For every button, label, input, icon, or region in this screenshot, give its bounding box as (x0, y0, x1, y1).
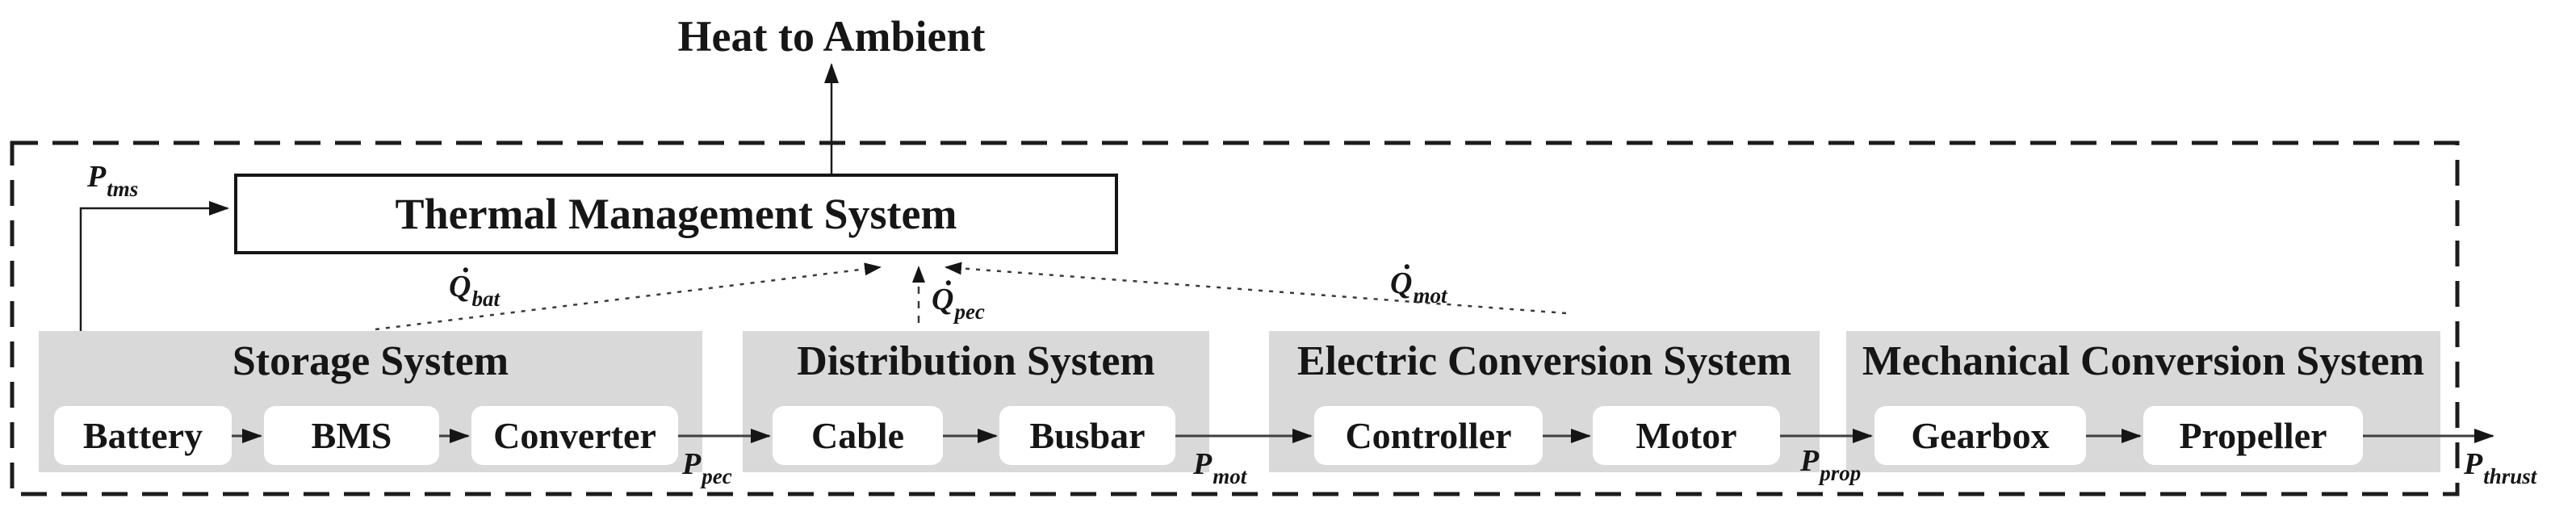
label-q-bat-subscript: bat (471, 287, 500, 311)
label-q-mot-subscript: mot (1413, 283, 1447, 308)
component-box-bms: BMS (264, 406, 439, 465)
label-p-pec: Ppec (682, 447, 732, 488)
component-box-gearbox: Gearbox (1874, 406, 2086, 465)
component-box-motor: Motor (1593, 406, 1780, 465)
component-box-busbar: Busbar (999, 406, 1175, 465)
arrow-qmot-motor-to-tms (945, 262, 1567, 315)
label-q-pec-subscript: pec (954, 299, 985, 324)
label-q-pec: Q·pec (932, 266, 985, 324)
component-box-controller: Controller (1314, 406, 1543, 465)
arrow-ptms-storage-to-tms (79, 201, 229, 331)
label-p-mot: Pmot (1193, 447, 1246, 488)
component-box-battery: Battery (54, 406, 232, 465)
thermal-management-system-title: Thermal Management System (395, 190, 957, 238)
system-title-distribution: Distribution System (797, 338, 1155, 384)
label-p-mot-subscript: mot (1213, 464, 1247, 488)
label-p-prop: Pprop (1800, 444, 1861, 484)
label-p-tms: Ptms (87, 160, 138, 200)
label-p-thrust-symbol: P (2464, 447, 2483, 481)
label-p-pec-symbol: P (682, 447, 702, 481)
label-p-prop-subscript: prop (1820, 461, 1862, 485)
label-p-tms-symbol: P (87, 160, 107, 194)
label-q-mot: Q·mot (1390, 250, 1447, 308)
label-p-prop-symbol: P (1800, 444, 1820, 478)
heat-to-ambient-label: Heat to Ambient (677, 12, 986, 61)
label-p-mot-symbol: P (1193, 447, 1213, 481)
label-p-thrust-subscript: thrust (2483, 464, 2537, 488)
system-title-electric-conversion: Electric Conversion System (1296, 338, 1792, 384)
thermal-management-system-box: Thermal Management System (234, 174, 1118, 254)
system-title-storage: Storage System (232, 338, 509, 384)
system-title-mechanical-conversion: Mechanical Conversion System (1862, 338, 2425, 384)
component-box-converter: Converter (471, 406, 678, 465)
label-q-bat: Q·bat (449, 253, 500, 311)
component-box-cable: Cable (773, 406, 943, 465)
label-p-tms-subscript: tms (107, 177, 139, 201)
component-box-propeller: Propeller (2143, 406, 2363, 465)
label-p-thrust: Pthrust (2464, 447, 2536, 488)
label-p-pec-subscript: pec (702, 464, 732, 488)
